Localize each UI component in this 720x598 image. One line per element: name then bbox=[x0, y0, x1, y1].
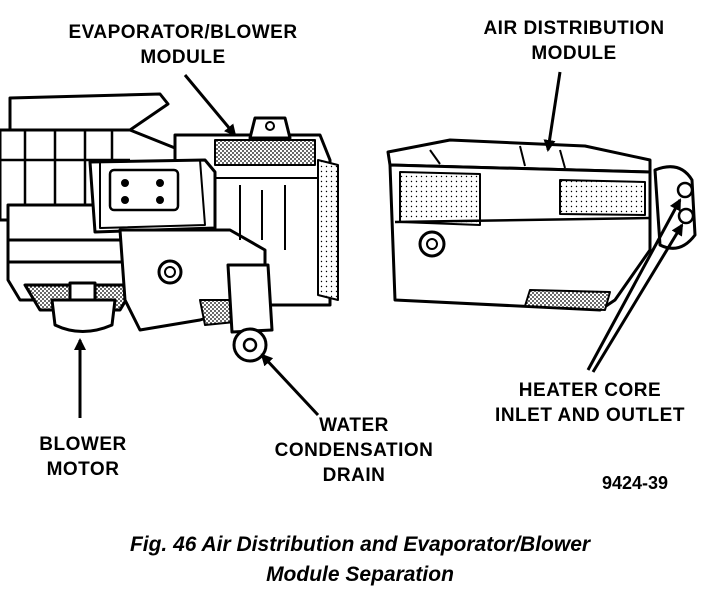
label-line: INLET AND OUTLET bbox=[495, 405, 685, 426]
label-line: DRAIN bbox=[322, 465, 386, 486]
label-line: BLOWER bbox=[39, 434, 127, 455]
label-line: MOTOR bbox=[46, 459, 120, 480]
label-line: WATER bbox=[319, 415, 389, 436]
label-air-distribution-module: AIR DISTRIBUTION MODULE bbox=[472, 16, 676, 66]
drain-arrow bbox=[260, 353, 320, 417]
label-line: AIR DISTRIBUTION bbox=[483, 18, 665, 39]
air-distribution-arrow bbox=[543, 71, 562, 152]
label-water-condensation-drain: WATER CONDENSATION DRAIN bbox=[258, 413, 450, 488]
heater-core-arrow-1 bbox=[586, 198, 682, 371]
label-evaporator-blower-module: EVAPORATOR/BLOWER MODULE bbox=[58, 20, 308, 70]
label-line: HEATER CORE bbox=[518, 380, 662, 401]
label-blower-motor: BLOWER MOTOR bbox=[28, 432, 138, 482]
figure-caption: Fig. 46 Air Distribution and Evaporator/… bbox=[0, 530, 720, 590]
caption-line-1: Fig. 46 Air Distribution and Evaporator/… bbox=[129, 533, 591, 556]
evaporator-blower-module-drawing bbox=[0, 92, 339, 363]
leader-arrows bbox=[74, 71, 684, 418]
label-line: EVAPORATOR/BLOWER bbox=[68, 22, 298, 43]
figure-id: 9424-39 bbox=[602, 473, 669, 493]
heater-core-arrow-2 bbox=[591, 223, 684, 373]
label-line: CONDENSATION bbox=[274, 440, 434, 461]
caption-line-2: Module Separation bbox=[266, 563, 454, 586]
label-heater-core-inlet-outlet: HEATER CORE INLET AND OUTLET bbox=[490, 378, 690, 428]
evap-blower-arrow bbox=[183, 74, 237, 137]
air-distribution-module-drawing bbox=[386, 138, 697, 312]
label-line: MODULE bbox=[140, 47, 226, 68]
label-line: MODULE bbox=[531, 43, 617, 64]
